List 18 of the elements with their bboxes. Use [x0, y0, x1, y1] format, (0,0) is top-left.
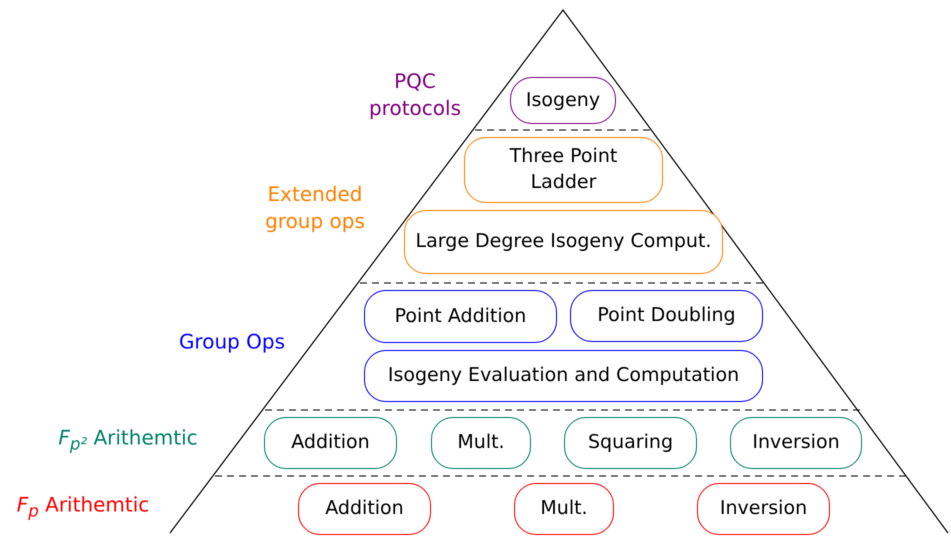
layer-label: Extended group ops: [264, 181, 366, 235]
process-box: Inversion: [697, 483, 830, 535]
layer-label: Group Ops: [178, 328, 286, 356]
process-box: Isogeny Evaluation and Computation: [364, 350, 763, 402]
process-box: Mult.: [514, 483, 614, 535]
process-box: Point Addition: [364, 290, 557, 343]
layer-label: PQC protocols: [368, 68, 462, 122]
process-box: Addition: [264, 417, 397, 469]
process-box: Mult.: [431, 417, 531, 469]
layer-label: F$_{p}$ Arithemtic: [16, 491, 150, 522]
process-box: Inversion: [730, 417, 862, 469]
layer-label: F$_{p²}$ Arithemtic: [57, 424, 199, 456]
process-box: Three Point Ladder: [464, 137, 663, 203]
process-box: Addition: [298, 483, 431, 535]
process-box: Isogeny: [510, 77, 616, 124]
process-box: Point Doubling: [570, 290, 763, 342]
process-box: Large Degree Isogeny Comput.: [404, 210, 723, 274]
process-box: Squaring: [564, 417, 697, 469]
